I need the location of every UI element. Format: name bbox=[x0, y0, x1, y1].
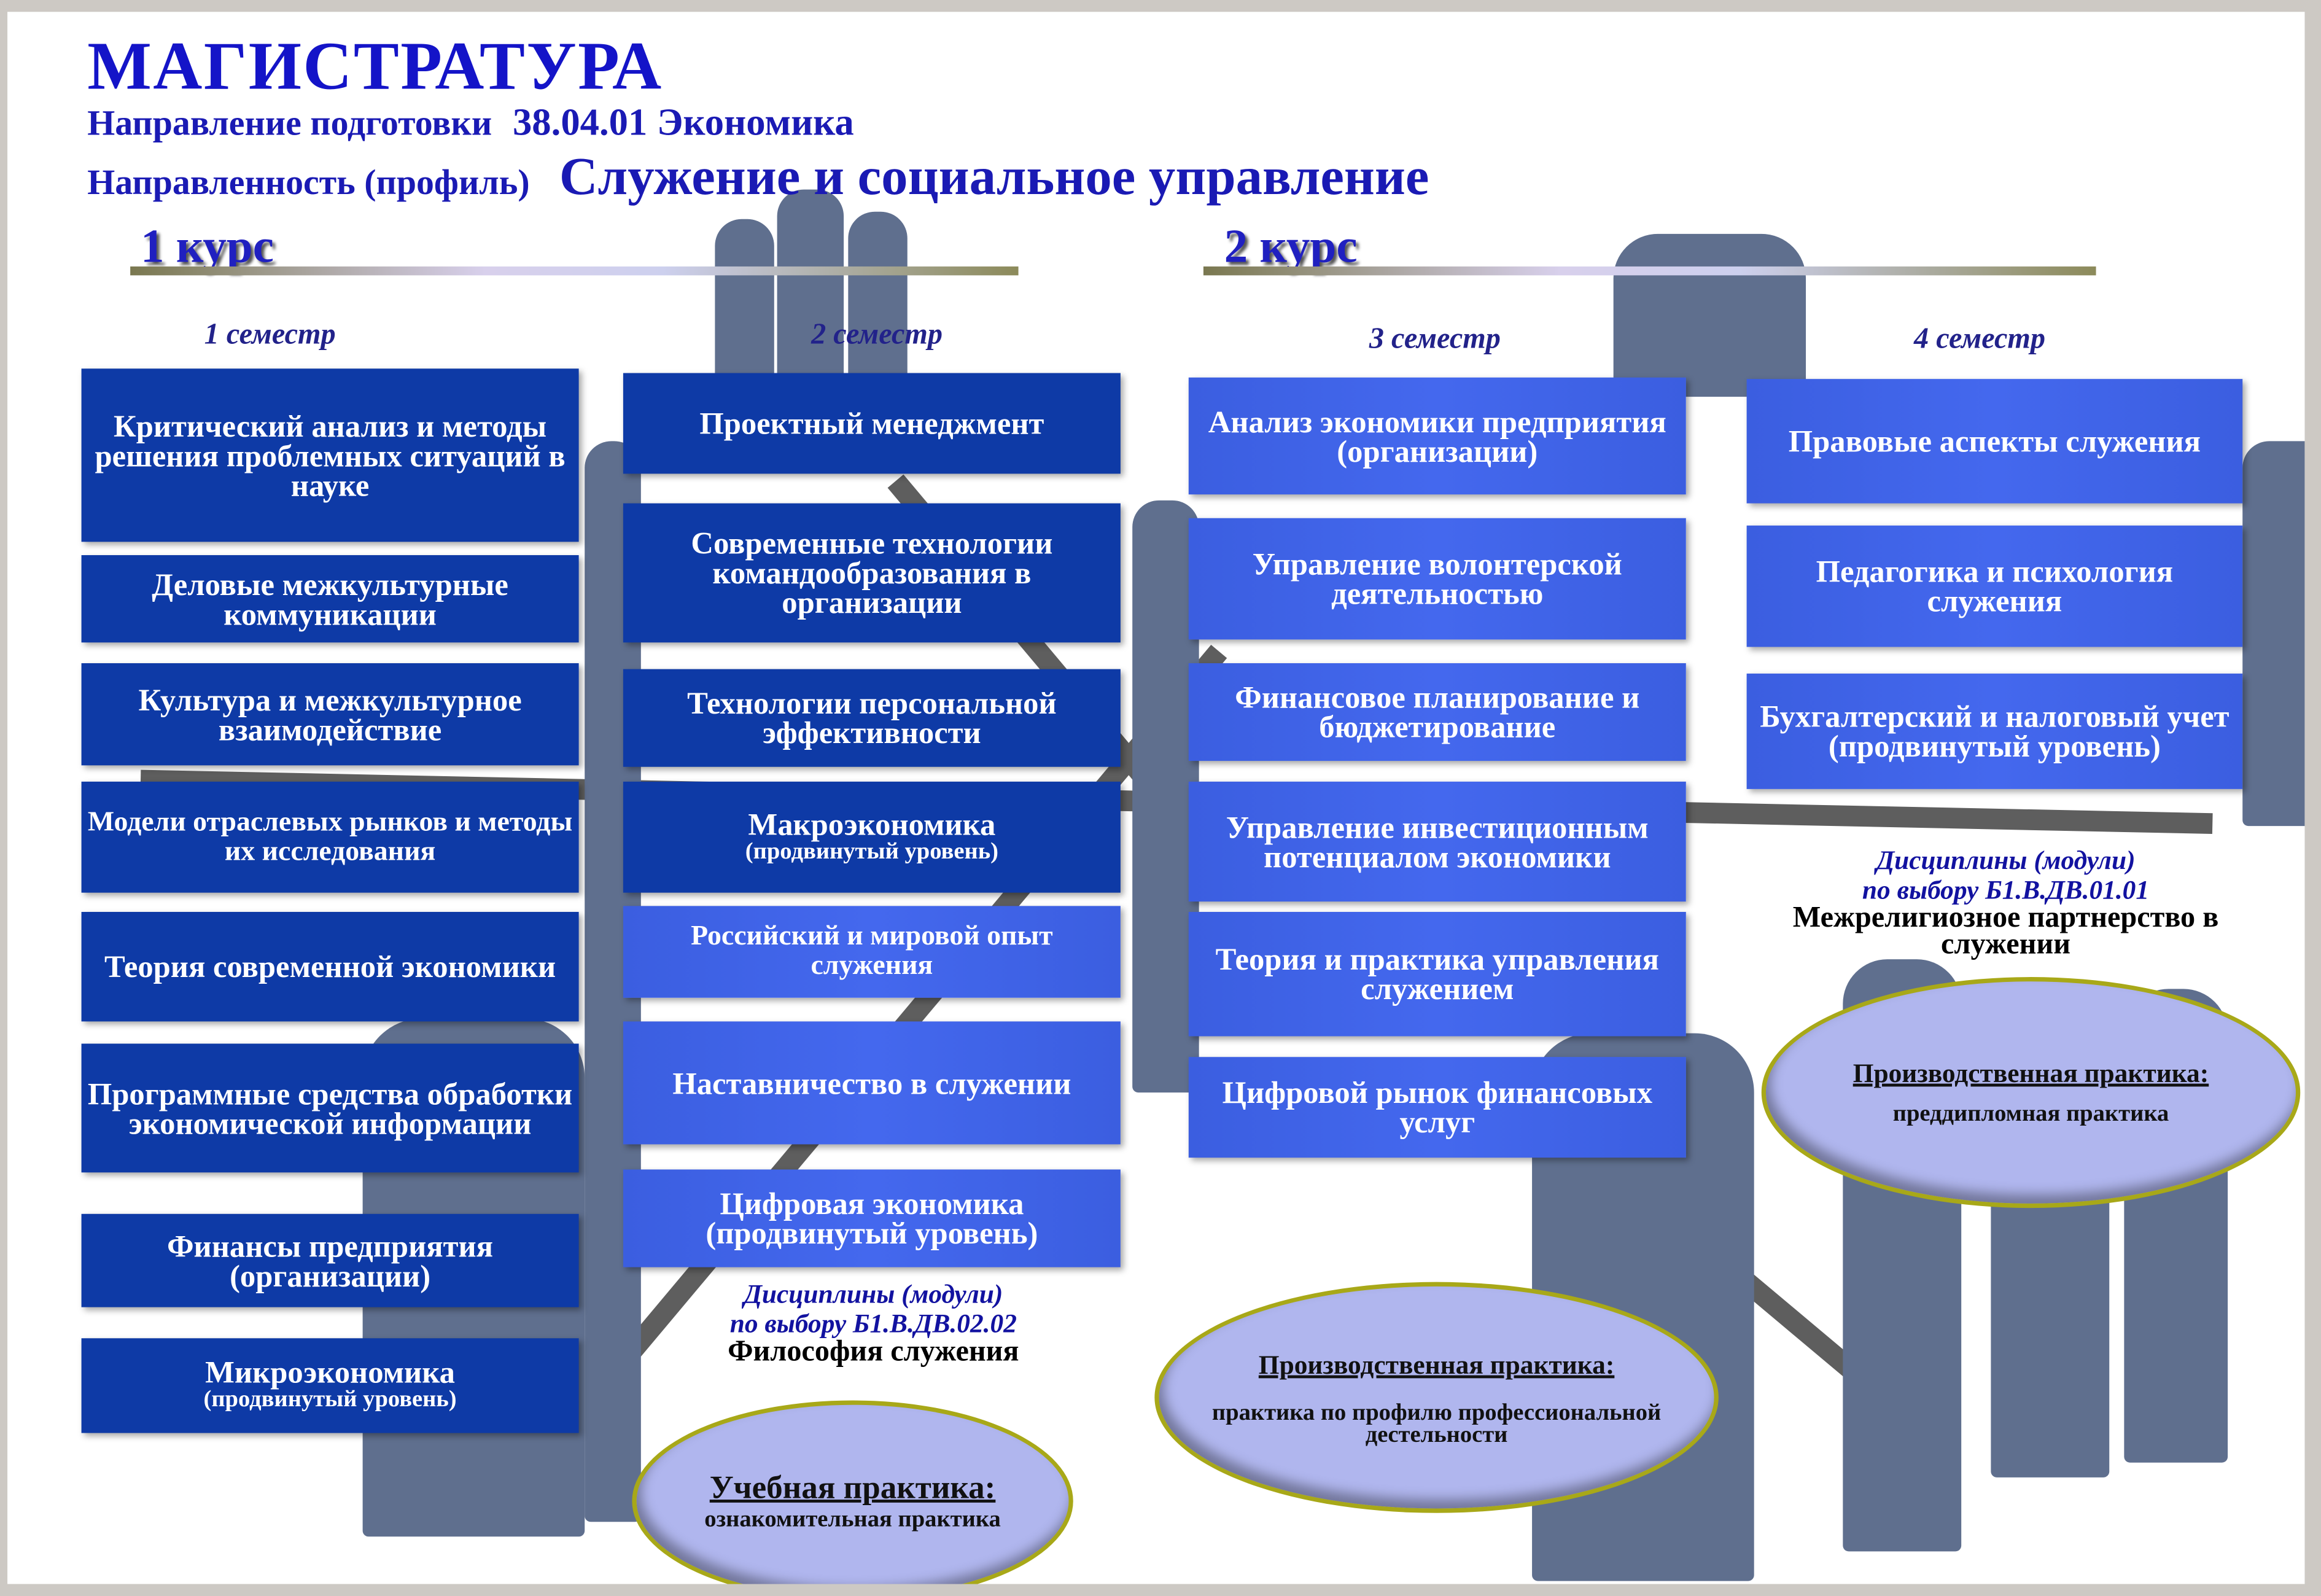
elective-block-2: Дисциплины (модули) по выбору Б1.В.ДВ.01… bbox=[1754, 845, 2258, 961]
course-title: Теория современной экономики bbox=[104, 949, 556, 985]
course-box[interactable]: Правовые аспекты служения bbox=[1746, 379, 2243, 504]
course-title: Микроэкономика bbox=[205, 1354, 455, 1390]
course-box[interactable]: Управление инвестиционным потенциалом эк… bbox=[1188, 781, 1686, 902]
semester-4-label: 4 семестр bbox=[1914, 322, 2045, 356]
course-box[interactable]: Анализ экономики предприятия (организаци… bbox=[1188, 377, 1686, 495]
course-title: Бухгалтерский и налоговый учет (продвину… bbox=[1760, 698, 2230, 764]
course-title: Анализ экономики предприятия (организаци… bbox=[1208, 403, 1666, 469]
course-title: Деловые межкультурные коммуникации bbox=[152, 566, 508, 632]
course-box[interactable]: Управление волонтерской деятельностью bbox=[1188, 518, 1686, 640]
course-note: (продвинутый уровень) bbox=[203, 1387, 457, 1412]
practice-text: практика по профилю профессиональной деc… bbox=[1211, 1399, 1662, 1447]
course-title: Критический анализ и методы решения проб… bbox=[95, 408, 566, 503]
course-title: Цифровая экономика (продвинутый уровень) bbox=[706, 1185, 1038, 1251]
course-box[interactable]: Цифровая экономика (продвинутый уровень) bbox=[623, 1169, 1121, 1267]
course-2-heading: 2 курс bbox=[1224, 219, 1358, 273]
semester-3-label: 3 семестр bbox=[1369, 322, 1501, 356]
course-title: Модели отраслевых рынков и методы их исс… bbox=[87, 806, 573, 867]
course-note: (продвинутый уровень) bbox=[745, 838, 998, 864]
course-title: Цифровой рынок финансовых услуг bbox=[1222, 1075, 1653, 1140]
course-title: Культура и межкультурное взаимодействие bbox=[138, 682, 522, 747]
course-box[interactable]: Наставничество в служении bbox=[623, 1021, 1121, 1145]
course-box[interactable]: Программные средства обработки экономиче… bbox=[81, 1043, 579, 1173]
course-box[interactable]: Теория и практика управления служением bbox=[1188, 911, 1686, 1037]
course-box[interactable]: Культура и межкультурное взаимодействие bbox=[81, 663, 579, 766]
course-box[interactable]: Бухгалтерский и налоговый учет (продвину… bbox=[1746, 673, 2243, 789]
course-box[interactable]: Макроэкономика(продвинутый уровень) bbox=[623, 781, 1121, 893]
course-box[interactable]: Проектный менеджмент bbox=[623, 373, 1121, 474]
practice-heading: Производственная практика: bbox=[1853, 1057, 2209, 1088]
course-box[interactable]: Технологии персональной эффективности bbox=[623, 669, 1121, 767]
person-silhouette-icon bbox=[777, 189, 844, 382]
course-title: Управление инвестиционным потенциалом эк… bbox=[1226, 809, 1649, 874]
course-box[interactable]: Цифровой рынок финансовых услуг bbox=[1188, 1057, 1686, 1158]
course-title: Теория и практика управления служением bbox=[1215, 941, 1659, 1007]
course-box[interactable]: Критический анализ и методы решения проб… bbox=[81, 368, 579, 542]
semester-1-label: 1 семестр bbox=[204, 318, 336, 351]
course-box[interactable]: Финансы предприятия (организации) bbox=[81, 1213, 579, 1307]
course-box[interactable]: Микроэкономика(продвинутый уровень) bbox=[81, 1338, 579, 1433]
practice-oval-profile[interactable]: Производственная практика: практика по п… bbox=[1154, 1282, 1719, 1513]
semester-2-label: 2 семестр bbox=[811, 318, 943, 351]
practice-text: ознакомительная практика bbox=[704, 1507, 1001, 1533]
page-title: МАГИСТРАТУРА bbox=[87, 28, 663, 104]
course-box[interactable]: Российский и мировой опыт служения bbox=[623, 906, 1121, 998]
course-box[interactable]: Деловые межкультурные коммуникации bbox=[81, 555, 579, 643]
course-2-divider bbox=[1203, 266, 2096, 276]
direction-label: Направление подготовки bbox=[87, 105, 492, 144]
course-title: Макроэкономика bbox=[748, 806, 996, 842]
elective-block-1: Дисциплины (модули) по выбору Б1.В.ДВ.02… bbox=[659, 1279, 1088, 1368]
practice-text: преддипломная практика bbox=[1892, 1100, 2169, 1126]
course-title: Наставничество в служении bbox=[672, 1065, 1071, 1101]
person-silhouette-icon bbox=[715, 219, 774, 382]
course-title: Управление волонтерской деятельностью bbox=[1252, 546, 1622, 612]
practice-heading: Учебная практика: bbox=[709, 1468, 996, 1506]
person-silhouette-icon bbox=[2242, 441, 2305, 827]
course-title: Проектный менеджмент bbox=[699, 405, 1044, 442]
course-1-divider bbox=[130, 266, 1019, 276]
course-title: Финансы предприятия (организации) bbox=[167, 1228, 494, 1293]
elective-heading: Дисциплины (модули) bbox=[1876, 845, 2136, 875]
curriculum-sheet: МАГИСТРАТУРА Направление подготовки 38.0… bbox=[7, 12, 2305, 1584]
practice-heading: Производственная практика: bbox=[1258, 1349, 1615, 1379]
course-title: Финансовое планирование и бюджетирование bbox=[1235, 679, 1640, 745]
course-box[interactable]: Модели отраслевых рынков и методы их исс… bbox=[81, 781, 579, 893]
elective-name[interactable]: Межрелигиозное партнерство в служении bbox=[1792, 901, 2219, 961]
course-box[interactable]: Современные технологии командообразовани… bbox=[623, 503, 1121, 643]
elective-code: по выбору Б1.В.ДВ.02.02 bbox=[729, 1309, 1017, 1339]
course-box[interactable]: Теория современной экономики bbox=[81, 911, 579, 1022]
course-title: Технологии персональной эффективности bbox=[687, 685, 1057, 751]
direction-line: Направление подготовки 38.04.01 Экономик… bbox=[87, 101, 854, 145]
elective-name[interactable]: Философия служения bbox=[728, 1335, 1019, 1368]
course-title: Современные технологии командообразовани… bbox=[691, 525, 1053, 621]
profile-value: Служение и социальное управление bbox=[559, 146, 1429, 206]
profile-label: Направленность (профиль) bbox=[87, 164, 530, 203]
course-box[interactable]: Финансовое планирование и бюджетирование bbox=[1188, 663, 1686, 761]
practice-oval-study[interactable]: Учебная практика: ознакомительная практи… bbox=[632, 1400, 1073, 1584]
person-silhouette-icon bbox=[1132, 500, 1199, 1093]
course-1-heading: 1 курс bbox=[141, 219, 274, 273]
person-silhouette-icon bbox=[1613, 233, 1806, 397]
course-title: Правовые аспекты служения bbox=[1788, 423, 2201, 459]
course-title: Педагогика и психология служения bbox=[1816, 553, 2174, 619]
practice-oval-prediploma[interactable]: Производственная практика: преддипломная… bbox=[1761, 977, 2301, 1209]
elective-heading: Дисциплины (модули) bbox=[744, 1279, 1003, 1309]
person-silhouette-icon bbox=[848, 211, 908, 382]
course-box[interactable]: Педагогика и психология служения bbox=[1746, 525, 2243, 647]
course-title: Российский и мировой опыт служения bbox=[691, 921, 1053, 982]
profile-line: Направленность (профиль) Служение и соци… bbox=[87, 145, 1429, 207]
course-title: Программные средства обработки экономиче… bbox=[87, 1075, 573, 1141]
elective-code: по выбору Б1.В.ДВ.01.01 bbox=[1862, 874, 2150, 905]
direction-value: 38.04.01 Экономика bbox=[512, 100, 854, 144]
